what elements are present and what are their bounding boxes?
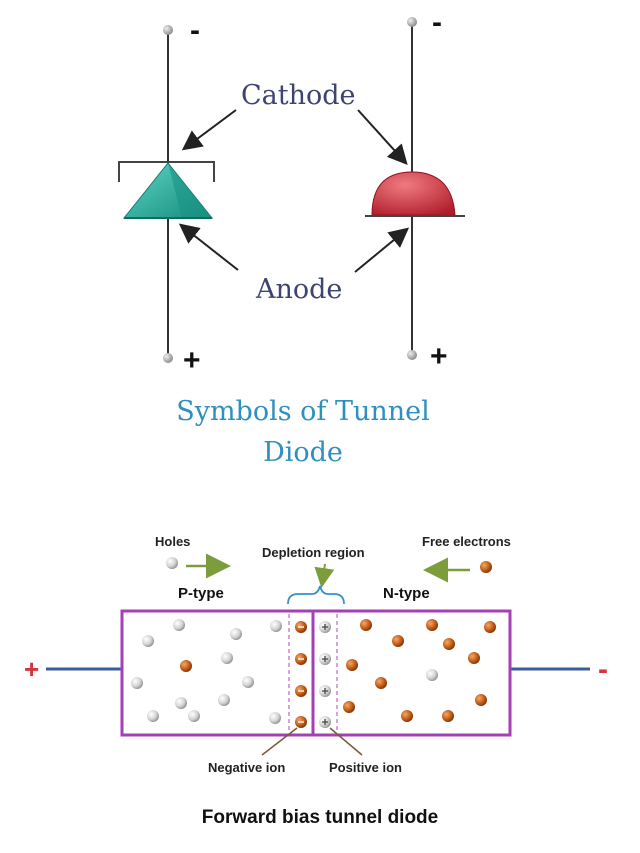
left-bottom-terminal <box>163 353 173 363</box>
right-top-terminal <box>407 17 417 27</box>
right-minus-sign: - <box>432 6 442 39</box>
forward-bias-diagram: Holes Depletion region Free electrons P-… <box>24 534 608 828</box>
forward-bias-caption: Forward bias tunnel diode <box>202 807 438 828</box>
p-type-label: P-type <box>178 585 224 602</box>
depletion-region-label: Depletion region <box>262 545 365 560</box>
symbols-title-line2: Diode <box>263 437 343 468</box>
anode-arrow-right <box>354 227 410 273</box>
right-plus-sign: + <box>430 340 448 373</box>
negative-ion-pointer <box>261 727 298 756</box>
anode-label: Anode <box>255 274 342 305</box>
anode-arrow-left <box>178 223 239 271</box>
right-diode-symbol <box>365 17 465 360</box>
depletion-arrow <box>314 563 335 588</box>
n-type-label: N-type <box>383 585 430 602</box>
n-region-electrons <box>343 619 496 722</box>
positive-ion-pointer <box>329 727 363 756</box>
hole-legend-icon <box>166 557 178 569</box>
depletion-brace <box>287 585 345 605</box>
cathode-arrow-left <box>181 109 237 151</box>
holes-label: Holes <box>155 534 190 549</box>
cathode-label: Cathode <box>241 80 356 111</box>
right-bottom-terminal <box>407 350 417 360</box>
positive-ions <box>319 621 331 728</box>
right-terminal-minus: - <box>598 653 608 686</box>
cathode-arrow-right <box>357 109 408 165</box>
positive-ion-label: Positive ion <box>329 760 402 775</box>
p-region-electron <box>180 660 192 672</box>
left-plus-sign: + <box>183 344 201 377</box>
left-top-terminal <box>163 25 173 35</box>
free-electrons-label: Free electrons <box>422 534 511 549</box>
n-region-hole <box>426 669 438 681</box>
p-region-holes <box>131 619 282 724</box>
symbols-title-line1: Symbols of Tunnel <box>176 396 430 427</box>
negative-ions <box>295 621 307 728</box>
left-diode-symbol <box>118 25 215 363</box>
negative-ion-label: Negative ion <box>208 760 285 775</box>
electron-legend-icon <box>480 561 492 573</box>
left-terminal-plus: + <box>24 654 39 684</box>
left-minus-sign: - <box>190 14 200 47</box>
